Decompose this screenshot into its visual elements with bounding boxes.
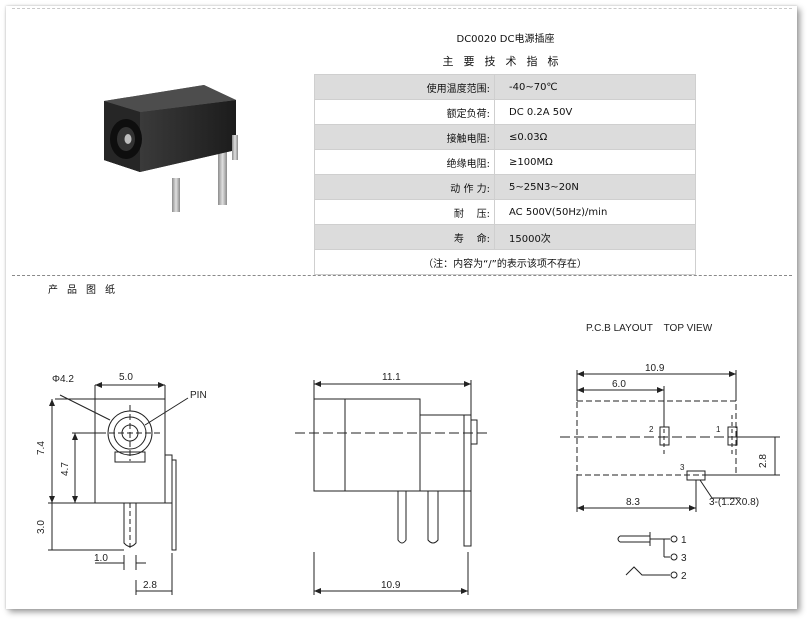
spec-label: 寿 命: (314, 224, 495, 250)
dim-front-height: 7.4 (36, 441, 47, 455)
document-title: DC0020 DC电源插座 (456, 34, 555, 45)
dim-side-bottom: 10.9 (381, 580, 401, 591)
spec-label: 动 作 力: (314, 174, 495, 200)
spec-note-row: （注：内容为“/”的表示该项不存在） (314, 249, 696, 275)
spec-heading: 主要技术指标 (442, 55, 569, 68)
pcb-title: P.C.B LAYOUT TOP VIEW (586, 323, 713, 334)
section-divider (12, 275, 792, 276)
schematic-pin-1: 1 (681, 535, 687, 546)
spec-row: 动 作 力: 5~25N3~20N (314, 174, 696, 200)
pcb-layout (560, 370, 780, 579)
spec-value: 5~25N3~20N (494, 174, 696, 200)
schematic-pin-3: 3 (681, 553, 687, 564)
pad-1-label: 1 (716, 425, 721, 434)
spec-note: （注：内容为“/”的表示该项不存在） (314, 249, 696, 275)
dim-front-width: 5.0 (119, 372, 133, 383)
spec-row: 额定负荷: DC 0.2A 50V (314, 99, 696, 125)
spec-value: DC 0.2A 50V (494, 99, 696, 125)
pad-size-label: 3-(1.2X0.8) (709, 497, 759, 508)
dim-pcb-height: 2.8 (758, 454, 769, 468)
dim-front-center: 4.7 (60, 462, 71, 476)
dim-pin-width: 1.0 (94, 553, 108, 564)
spec-row: 寿 命: 15000次 (314, 224, 696, 250)
dim-pcb-bottom: 8.3 (626, 497, 640, 508)
section-label: 产品图纸 (48, 285, 124, 296)
spec-row: 耐 压: AC 500V(50Hz)/min (314, 199, 696, 225)
pad-2-label: 2 (649, 425, 654, 434)
spec-label: 额定负荷: (314, 99, 495, 125)
front-view (48, 384, 189, 595)
top-divider (12, 8, 792, 9)
dim-pin-offset: 2.8 (143, 580, 157, 591)
side-view (295, 380, 490, 595)
spec-value: ≤0.03Ω (494, 124, 696, 150)
dim-phi: Φ4.2 (52, 374, 74, 385)
spec-row: 接触电阻: ≤0.03Ω (314, 124, 696, 150)
pad-3-label: 3 (680, 463, 685, 472)
dim-pcb-total: 10.9 (645, 363, 665, 374)
spec-label: 接触电阻: (314, 124, 495, 150)
schematic-pin-2: 2 (681, 571, 687, 582)
spec-value: AC 500V(50Hz)/min (494, 199, 696, 225)
dim-side-top: 11.1 (382, 372, 401, 383)
spec-value: 15000次 (494, 224, 696, 250)
spec-value: ≥100MΩ (494, 149, 696, 175)
dim-pcb-left: 6.0 (612, 379, 626, 390)
dim-pin-length: 3.0 (36, 520, 47, 534)
spec-table: 使用温度范围: -40~70℃ 额定负荷: DC 0.2A 50V 接触电阻: … (314, 74, 696, 275)
pin-label: PIN (190, 390, 207, 401)
